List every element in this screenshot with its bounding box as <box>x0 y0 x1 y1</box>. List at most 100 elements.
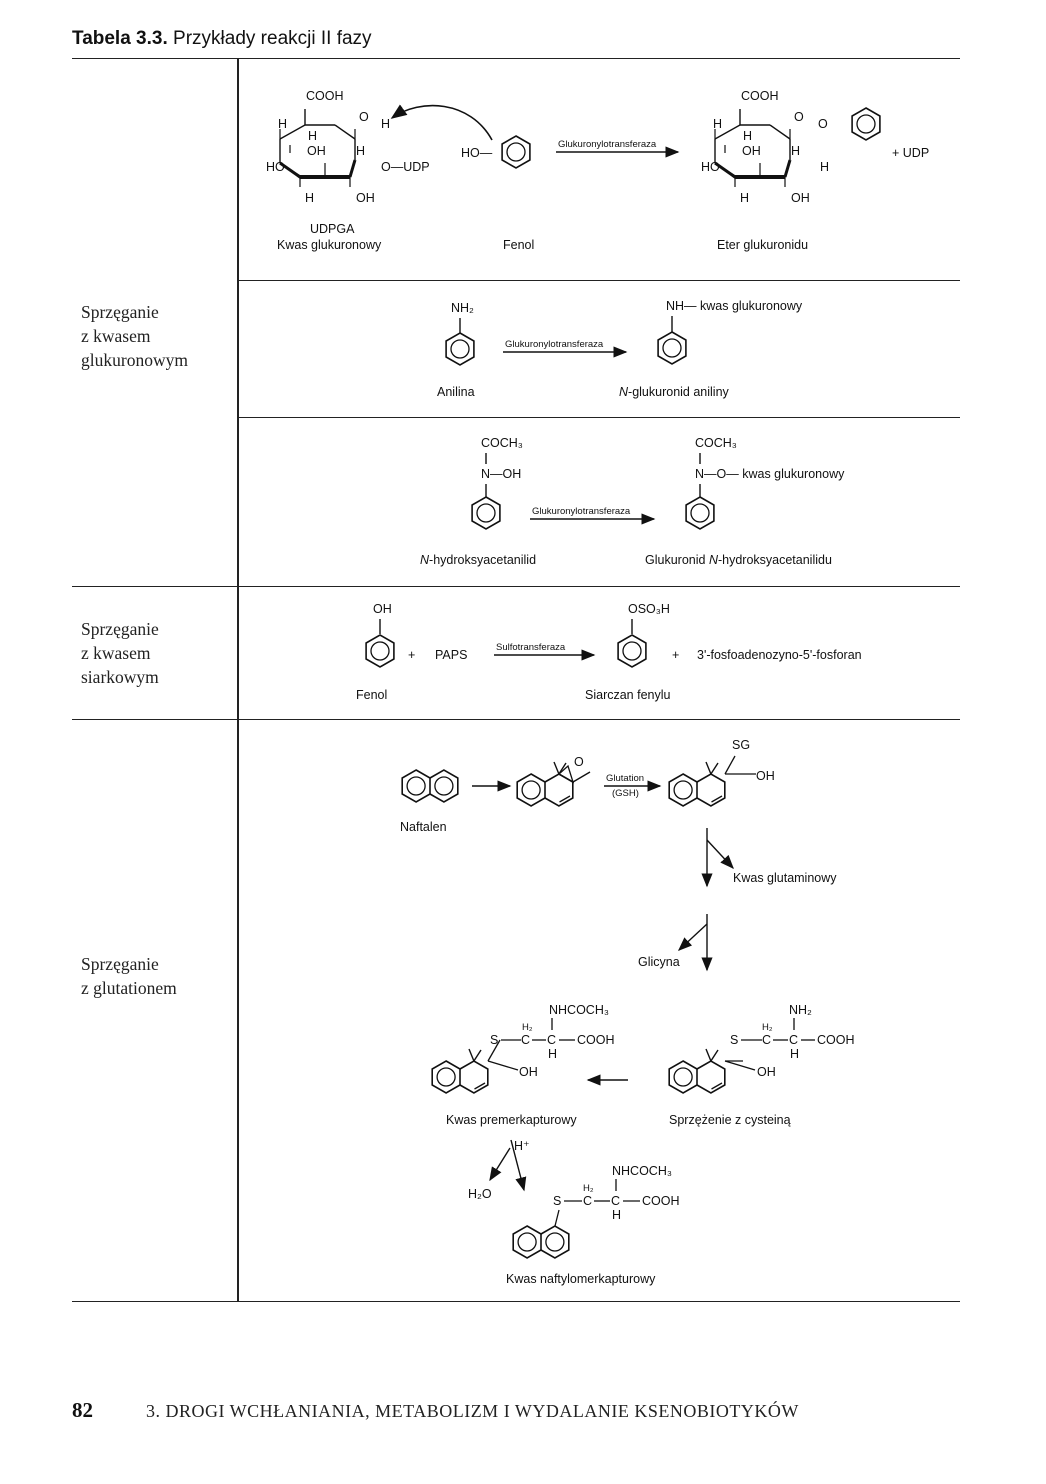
h-label: H <box>791 144 800 158</box>
aniline-ring <box>445 332 475 366</box>
glutathione-conjugate-ring <box>668 761 726 807</box>
cooh-label: COOH <box>577 1033 615 1047</box>
h2-label: H₂ <box>762 1022 773 1033</box>
cysteine-conjugate-label: Sprzężenie z cysteiną <box>669 1113 791 1127</box>
n-oh-label: N—OH <box>481 467 521 481</box>
n-glucuronide-label: N-glukuronid aniliny <box>619 385 730 399</box>
c-label: C <box>611 1194 620 1208</box>
oso3h-label: OSO₃H <box>628 602 670 616</box>
row-label-line: siarkowym <box>81 667 159 687</box>
reaction-udpga-phenol: COOH O H H OH H H HO O—UDP H OH UDPGA Kw… <box>266 89 929 252</box>
row-label-glutathione: Sprzęganie z glutationem <box>81 952 177 1000</box>
enzyme-label: Glukuronylotransferaza <box>558 139 657 150</box>
page-number: 82 <box>72 1398 93 1422</box>
down-arrow <box>510 1139 527 1192</box>
row-label-line: z glutationem <box>81 978 177 998</box>
attack-arrow <box>390 104 493 141</box>
glucuronide-label: Glukuronid N-hydroksyacetanilidu <box>645 553 832 567</box>
c-label: C <box>762 1033 771 1047</box>
oh-label: OH <box>519 1065 538 1079</box>
side-arrow <box>489 1147 511 1182</box>
row-rule-2 <box>72 719 960 720</box>
ring-oxygen-label: O <box>794 110 804 124</box>
h-label: H <box>308 129 317 143</box>
plus-sign: + <box>672 648 679 662</box>
naphthylmercapturic-label: Kwas naftylomerkapturowy <box>506 1272 656 1286</box>
bottom-rule <box>72 1301 960 1302</box>
coch3-label: COCH₃ <box>481 436 523 450</box>
row-label-glucuronic: Sprzęganie z kwasem glukuronowym <box>81 300 188 372</box>
phenol-label: Fenol <box>503 238 534 252</box>
nhcoch3-label: NHCOCH₃ <box>549 1003 609 1017</box>
oh-label: OH <box>356 191 375 205</box>
udpga-label: UDPGA <box>310 222 355 236</box>
reaction-hydroxyacetanilide: COCH₃ N—OH N-hydroksyacetanilid Glukuron… <box>420 436 845 567</box>
row-label-sulfuric: Sprzęganie z kwasem siarkowym <box>81 617 159 689</box>
h2o-label: H₂O <box>468 1187 492 1201</box>
chapter-title: 3. DROGI WCHŁANIANIA, METABOLIZM I WYDAL… <box>146 1401 799 1421</box>
c-label: C <box>789 1033 798 1047</box>
cooh-label: COOH <box>817 1033 855 1047</box>
table-number: Tabela 3.3. <box>72 28 168 49</box>
phenol-ho-label: HO— <box>461 146 493 160</box>
h-label: H <box>305 191 314 205</box>
h-label: H <box>356 144 365 158</box>
column-divider <box>237 58 239 1302</box>
naphthalene-label: Naftalen <box>400 820 447 834</box>
ho-label: HO <box>266 160 285 174</box>
table-caption: Tabela 3.3. Przykłady reakcji II fazy <box>72 28 372 50</box>
h-label: H <box>743 129 752 143</box>
o-link-label: O <box>818 117 828 131</box>
pap-byproduct-label: 3'-fosfoadenozyno-5'-fosforan <box>697 648 862 662</box>
h-label: H <box>820 160 829 174</box>
phenyl-sulfate-ring <box>617 634 647 668</box>
nh-glucuronic-label: NH— kwas glukuronowy <box>666 299 803 313</box>
cooh-label: COOH <box>741 89 779 103</box>
glutamic-acid-label: Kwas glutaminowy <box>733 871 837 885</box>
enzyme-label: Glukuronylotransferaza <box>505 339 604 350</box>
h-label: H <box>713 117 722 131</box>
c-label: C <box>547 1033 556 1047</box>
s-label: S <box>730 1033 738 1047</box>
oh-label: OH <box>742 144 761 158</box>
glutathione-label: Glutation <box>606 773 644 784</box>
glycine-label: Glicyna <box>638 955 680 969</box>
nh2-label: NH₂ <box>451 301 474 315</box>
h-label: H <box>278 117 287 131</box>
plus-sign: + <box>408 648 415 662</box>
h-label: H <box>612 1208 621 1222</box>
glucuronide-ether-label: Eter glukuronidu <box>717 238 808 252</box>
row-label-line: Sprzęganie <box>81 954 159 974</box>
c-label: C <box>521 1033 530 1047</box>
n-o-glucuronic-label: N—O— kwas glukuronowy <box>695 467 845 481</box>
oh-label: OH <box>757 1065 776 1079</box>
product-ring <box>657 331 687 365</box>
table-title: Przykłady reakcji II fazy <box>173 28 372 49</box>
plus-udp-label: + UDP <box>892 146 929 160</box>
phenol-ring <box>365 634 395 668</box>
side-arrow <box>677 923 708 951</box>
inner-rule-2 <box>237 417 960 418</box>
coch3-label: COCH₃ <box>695 436 737 450</box>
h-plus-label: H⁺ <box>514 1139 530 1153</box>
nhcoch3-label: NHCOCH₃ <box>612 1164 672 1178</box>
h-label: H <box>548 1047 557 1061</box>
cysteine-conjugate-ring <box>668 1048 726 1094</box>
naphthalene-ring <box>401 769 459 803</box>
row-label-line: z kwasem <box>81 643 151 663</box>
row-rule-1 <box>72 586 960 587</box>
reaction-sulfation: OH + PAPS Sulfotransferaza OSO₃H + 3'-fo… <box>356 602 862 702</box>
row-label-line: z kwasem <box>81 326 151 346</box>
sg-label: SG <box>732 738 750 752</box>
c-label: C <box>583 1194 592 1208</box>
s-label: S <box>490 1033 498 1047</box>
top-rule <box>72 58 960 59</box>
o-udp-label: O—UDP <box>381 160 430 174</box>
s-label: S <box>553 1194 561 1208</box>
phenyl-sulfate-label: Siarczan fenylu <box>585 688 671 702</box>
cooh-label: COOH <box>306 89 344 103</box>
row-label-line: Sprzęganie <box>81 302 159 322</box>
oh-label: OH <box>307 144 326 158</box>
paps-label: PAPS <box>435 648 467 662</box>
premercapturic-label: Kwas premerkapturowy <box>446 1113 577 1127</box>
